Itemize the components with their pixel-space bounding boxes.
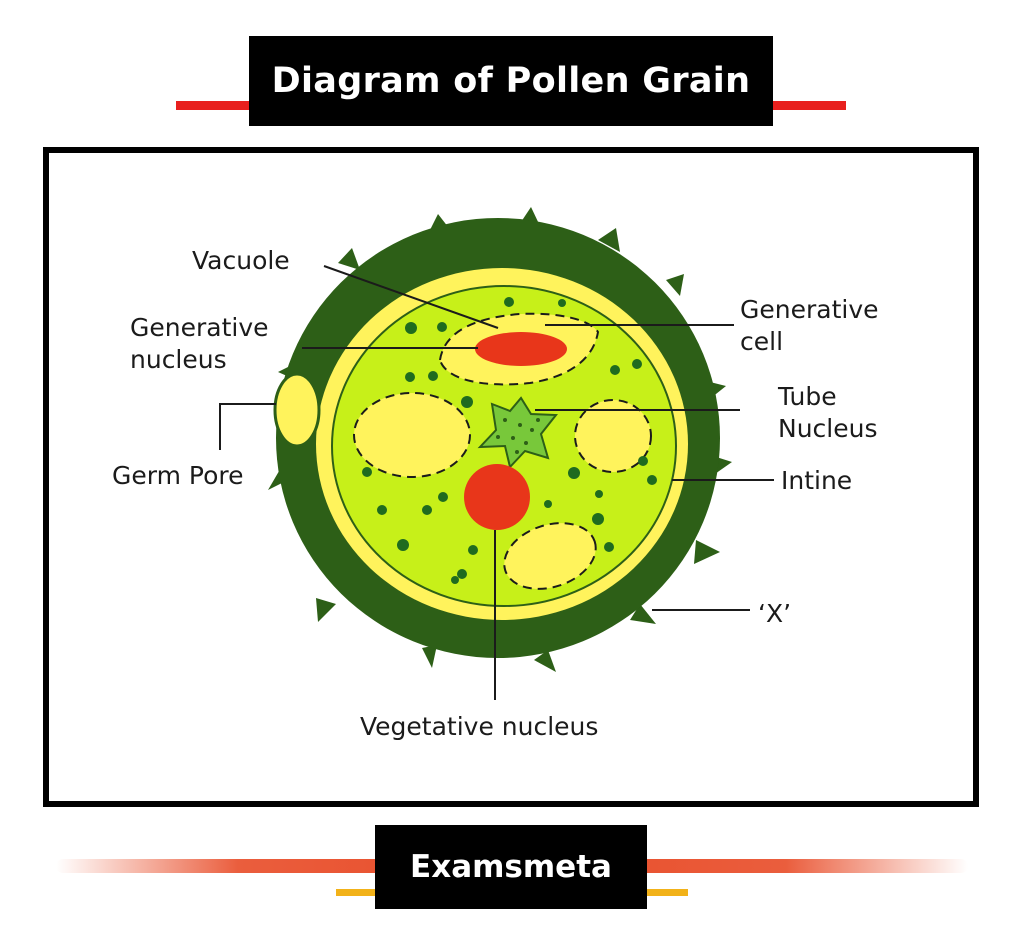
label-vacuole: Vacuole [192,246,290,275]
footer-brand: Examsmeta [375,825,647,909]
label-germ-pore: Germ Pore [112,461,243,490]
vegetative-nucleus [464,464,530,530]
vacuole-bottom [503,522,597,590]
label-intine: Intine [781,466,852,495]
label-generative-cell-line2: cell [740,327,783,356]
leader-lines [219,265,774,700]
vacuole-left [353,392,471,478]
exine-spikes [268,207,732,672]
label-tube-nucleus-line2: Nucleus [778,414,878,443]
label-generative-cell-line1: Generative [740,295,879,324]
tube-nucleus-dots [496,418,540,454]
label-tube-nucleus-line1: Tube [777,382,837,411]
tube-nucleus [477,396,559,470]
label-generative-nucleus-line1: Generative [130,313,269,342]
label-vegetative-nucleus: Vegetative nucleus [360,712,598,741]
generative-nucleus [475,332,567,366]
vacuole-right [574,399,652,473]
page-title: Diagram of Pollen Grain [249,36,773,126]
cytoplasm-granules [362,297,657,584]
label-generative-nucleus-line2: nucleus [130,345,227,374]
diagram-frame: Vacuole Generative nucleus Germ Pore Gen… [43,147,979,807]
label-x: ‘X’ [758,599,791,628]
germ-pore [273,372,321,448]
pollen-grain-diagram: Vacuole Generative nucleus Germ Pore Gen… [112,207,879,741]
